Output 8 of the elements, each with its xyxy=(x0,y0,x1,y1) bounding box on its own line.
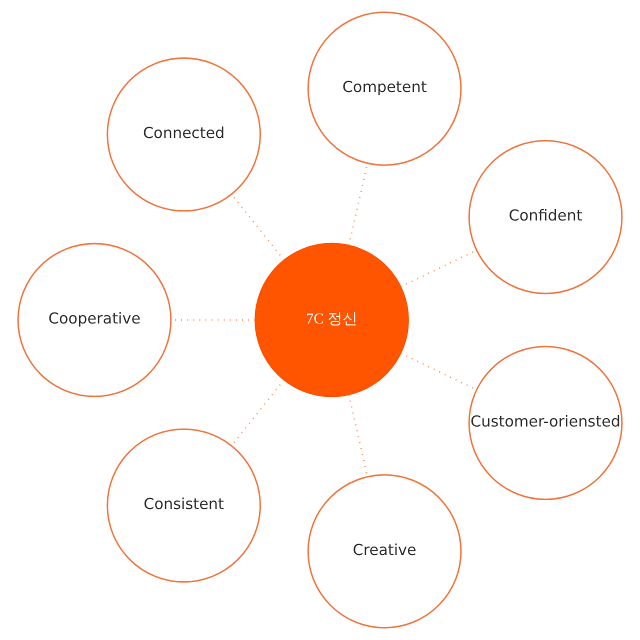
node-circle: Consistent xyxy=(106,428,261,583)
node-circle: Customer-oriensted xyxy=(468,346,623,500)
node-circle: 7C 정신 xyxy=(254,242,409,398)
node-circle: Competent xyxy=(307,12,462,166)
node-circle: Cooperative xyxy=(17,242,172,398)
node-circle: Confident xyxy=(468,140,623,294)
node-circle: Creative xyxy=(307,474,462,628)
node-circle: Connected xyxy=(106,57,261,212)
